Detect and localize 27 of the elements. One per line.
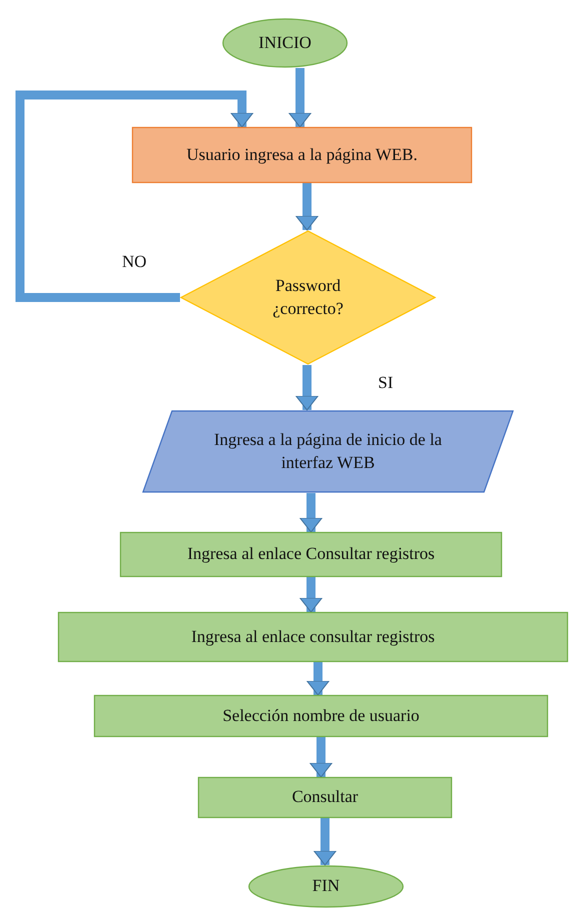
block-arrow	[300, 493, 322, 532]
process-box	[198, 777, 452, 818]
block-arrow	[16, 90, 254, 302]
node-label: FIN	[312, 875, 340, 898]
node-label: INICIO	[258, 32, 312, 54]
decision-diamond	[180, 230, 436, 365]
end-ellipse	[248, 865, 404, 908]
process-box	[132, 127, 472, 183]
block-arrow	[288, 68, 312, 128]
node-label: Usuario ingresa a la página WEB.	[186, 144, 418, 166]
process-box	[58, 612, 568, 662]
block-arrow	[296, 183, 318, 230]
node-label: Ingresa a la página de inicio de la interfaz WEB	[213, 428, 443, 474]
block-arrow	[300, 577, 322, 612]
block-arrow	[296, 365, 318, 410]
node-label: Ingresa al enlace consultar registros	[191, 626, 435, 648]
input-parallelogram	[142, 410, 514, 493]
node-label: Ingresa al enlace Consultar registros	[187, 543, 435, 566]
node-label: Selección nombre de usuario	[222, 704, 420, 727]
node-label: Consultar	[292, 786, 358, 808]
process-box	[120, 532, 502, 577]
block-arrow	[310, 737, 332, 778]
start-ellipse	[222, 18, 348, 68]
process-box	[94, 695, 548, 737]
block-arrow	[314, 818, 336, 866]
block-arrow	[306, 662, 330, 696]
node-label: Password ¿correcto?	[272, 274, 344, 320]
